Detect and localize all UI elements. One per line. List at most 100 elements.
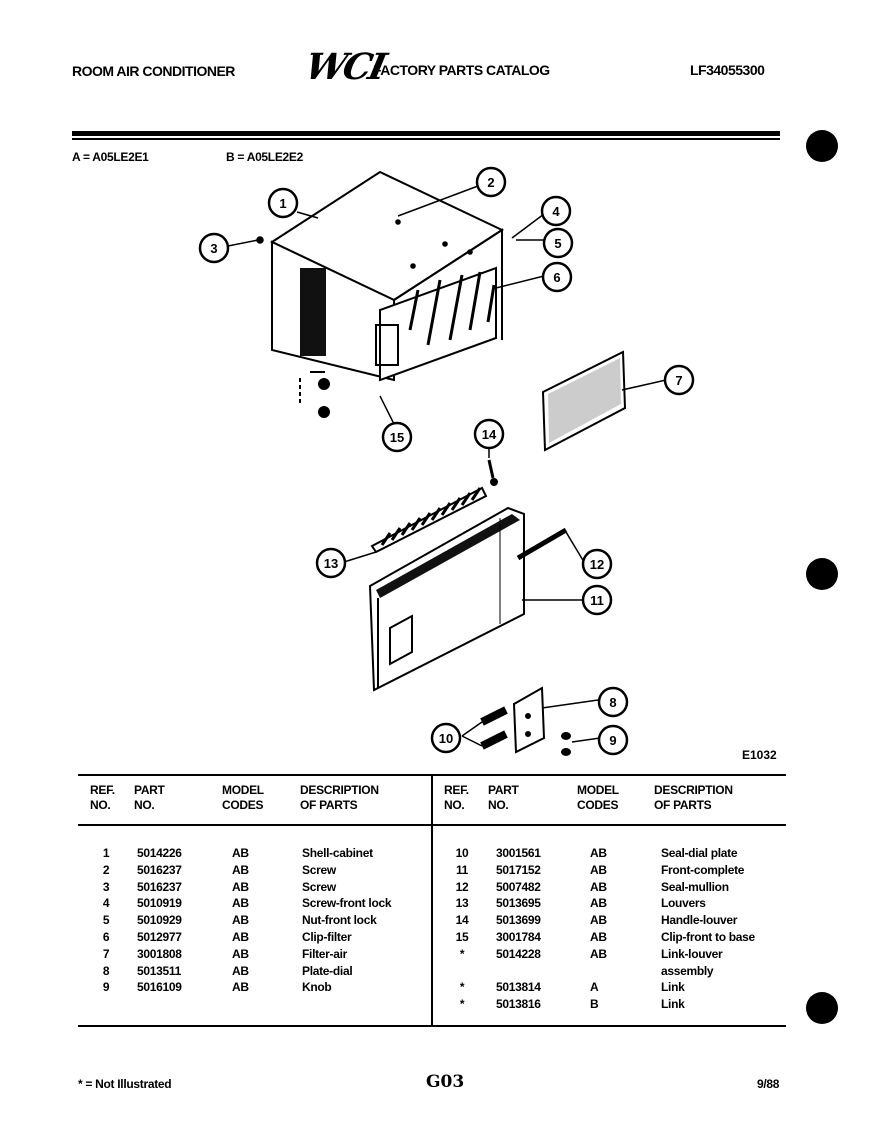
description-cell: Screw-front lock xyxy=(302,896,392,911)
document-title: ROOM AIR CONDITIONER xyxy=(72,63,235,79)
page-number: G03 xyxy=(426,1072,465,1092)
ref-cell: * xyxy=(459,946,465,961)
description-cell: Handle-louver xyxy=(661,913,738,928)
description-cell: Link-louver xyxy=(661,946,723,961)
part-number-cell: 3001808 xyxy=(137,946,182,961)
part-number-cell: 3001561 xyxy=(496,846,541,860)
header-description: DESCRIPTION OF PARTS xyxy=(654,783,733,812)
model-code-cell: AB xyxy=(232,862,249,877)
ref-cell: 14 xyxy=(455,913,469,928)
description-cell: Seal-mullion xyxy=(661,879,729,894)
catalog-title: FACTORY PARTS CATALOG xyxy=(373,62,550,78)
model-code-cell: AB xyxy=(232,896,249,911)
description-cell: Plate-dial xyxy=(302,963,353,978)
louvers-drawing xyxy=(370,486,488,554)
callout-2: 2 xyxy=(475,166,507,198)
callout-6: 6 xyxy=(541,261,573,293)
callout-11: 11 xyxy=(581,584,613,616)
svg-text:13: 13 xyxy=(324,556,338,571)
description-cell: Screw xyxy=(302,879,336,894)
model-code-cell: AB xyxy=(232,980,249,995)
callout-1: 1 xyxy=(267,187,299,219)
cabinet-shell-drawing xyxy=(269,170,505,382)
callout-14: 14 xyxy=(473,418,505,450)
svg-text:11: 11 xyxy=(590,593,604,608)
model-code-cell: AB xyxy=(590,913,607,928)
not-illustrated-note: * = Not Illustrated xyxy=(78,1077,172,1091)
header-part-no: PART NO. xyxy=(488,783,519,812)
ref-cell: 2 xyxy=(102,862,110,877)
part-number-cell: 5010929 xyxy=(137,913,182,928)
svg-text:4: 4 xyxy=(552,204,560,219)
part-number-cell: 5014226 xyxy=(137,846,182,860)
part-number-cell: 5016237 xyxy=(137,862,182,877)
ref-cell: 12 xyxy=(455,879,469,894)
model-code-cell: AB xyxy=(590,846,607,860)
header-ref-no: REF. NO. xyxy=(444,783,469,812)
table-header-rule xyxy=(78,824,431,826)
part-number-cell: 5013814 xyxy=(496,980,541,995)
callout-7: 7 xyxy=(663,364,695,396)
description-cell: Shell-cabinet xyxy=(302,846,373,860)
knob-drawing xyxy=(561,732,571,756)
svg-text:10: 10 xyxy=(439,731,453,746)
header-rule-thin xyxy=(72,138,780,140)
ref-cell: 7 xyxy=(102,946,110,961)
svg-text:6: 6 xyxy=(553,270,560,285)
svg-text:15: 15 xyxy=(390,430,404,445)
description-cell: Clip-front to base xyxy=(661,930,755,944)
ref-cell: * xyxy=(459,997,465,1012)
table-top-rule xyxy=(78,774,786,776)
svg-text:2: 2 xyxy=(487,175,494,190)
model-a-label: A = A05LE2E1 xyxy=(72,150,149,164)
ref-cell: 13 xyxy=(455,896,469,911)
description-cell: Front-complete xyxy=(661,862,745,877)
air-filter-drawing xyxy=(541,350,627,452)
callout-10: 10 xyxy=(430,722,462,754)
seal-dial-drawing xyxy=(480,706,508,750)
model-code-cell: AB xyxy=(232,879,249,894)
part-number-cell: 5013699 xyxy=(496,913,541,928)
part-number-cell: 5013816 xyxy=(496,997,541,1012)
model-code-cell: AB xyxy=(590,862,607,877)
model-code-cell: AB xyxy=(232,846,249,860)
svg-text:12: 12 xyxy=(590,557,604,572)
ref-cell: 10 xyxy=(455,846,469,860)
description-cell: Link xyxy=(661,997,685,1012)
ref-cell: 8 xyxy=(102,963,110,978)
callout-8: 8 xyxy=(597,686,629,718)
table-column-divider xyxy=(431,776,433,1025)
model-code-cell: A xyxy=(590,980,599,995)
ref-cell: 9 xyxy=(102,980,110,995)
model-code-cell: AB xyxy=(590,896,607,911)
callout-4: 4 xyxy=(540,195,572,227)
svg-text:5: 5 xyxy=(554,236,561,251)
table-row: 1 5014226 AB Shell-cabinet xyxy=(0,845,880,862)
callout-5: 5 xyxy=(542,227,574,259)
svg-text:8: 8 xyxy=(609,695,616,710)
callout-15: 15 xyxy=(381,421,413,453)
ref-cell: * xyxy=(459,980,465,995)
part-number-cell: 3001784 xyxy=(496,930,541,944)
header-description: DESCRIPTION OF PARTS xyxy=(300,783,379,812)
callout-9: 9 xyxy=(597,724,629,756)
ref-cell: 5 xyxy=(102,913,110,928)
table-row: 10 3001561 AB Seal-dial plate xyxy=(0,845,880,862)
ref-cell: 1 xyxy=(102,846,110,860)
header-rule-thick xyxy=(72,131,780,136)
part-number-cell: 5016109 xyxy=(137,980,182,995)
description-cell: Seal-dial plate xyxy=(661,846,738,860)
model-code-cell: AB xyxy=(232,930,249,944)
description-cell: Louvers xyxy=(661,896,706,911)
table-row: 14 5013699 AB Handle-louver xyxy=(0,912,880,929)
